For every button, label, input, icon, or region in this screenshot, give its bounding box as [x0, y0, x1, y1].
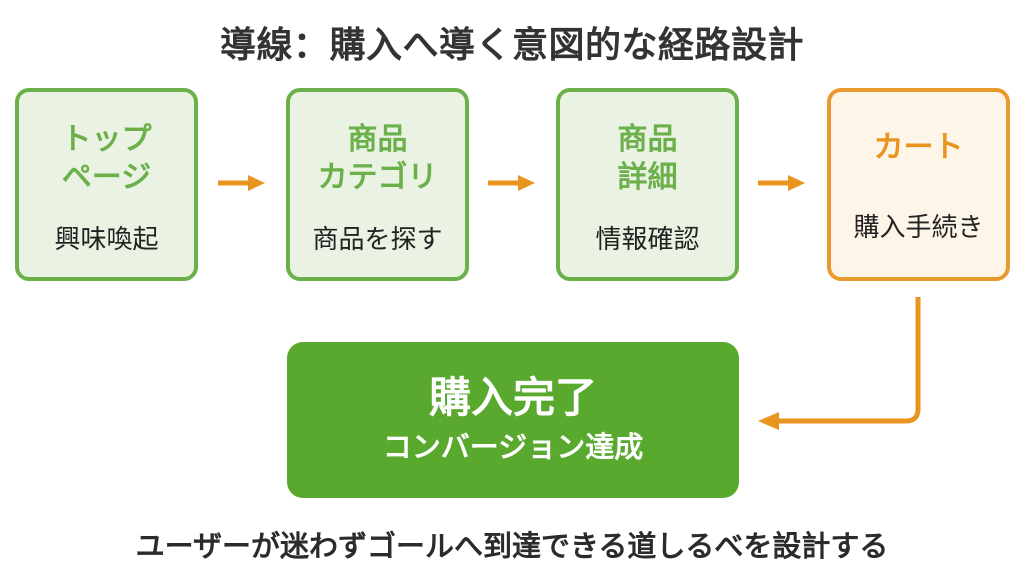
- step-subtitle: 興味喚起: [54, 224, 159, 254]
- caption: ユーザーが迷わずゴールへ到達できる道しるべを設計する: [135, 531, 889, 563]
- page-title: 導線：購入へ導く意図的な経路設計: [219, 24, 804, 65]
- step-title: カート: [873, 131, 964, 164]
- goal-title: 購入完了: [428, 373, 597, 421]
- flow-step-product-detail: 商品 詳細 情報確認: [556, 88, 739, 281]
- step-title: トップ ページ: [61, 123, 152, 194]
- goal-box: 購入完了 コンバージョン達成: [287, 342, 739, 498]
- arrow-right-icon: [218, 175, 265, 191]
- flow-step-top-page: トップ ページ 興味喚起: [15, 88, 198, 281]
- flow-step-cart: カート 購入手続き: [827, 88, 1010, 281]
- elbow-arrow-icon: [758, 297, 921, 430]
- arrow-right-icon: [758, 175, 805, 191]
- goal-subtitle: コンバージョン達成: [382, 432, 644, 465]
- arrow-right-icon: [488, 175, 535, 191]
- step-title: 商品 詳細: [617, 123, 678, 194]
- step-title: 商品 カテゴリ: [317, 123, 438, 194]
- step-subtitle: 購入手続き: [853, 212, 984, 242]
- step-subtitle: 情報確認: [595, 224, 700, 254]
- step-subtitle: 商品を探す: [312, 224, 443, 254]
- flow-step-category: 商品 カテゴリ 商品を探す: [286, 88, 469, 281]
